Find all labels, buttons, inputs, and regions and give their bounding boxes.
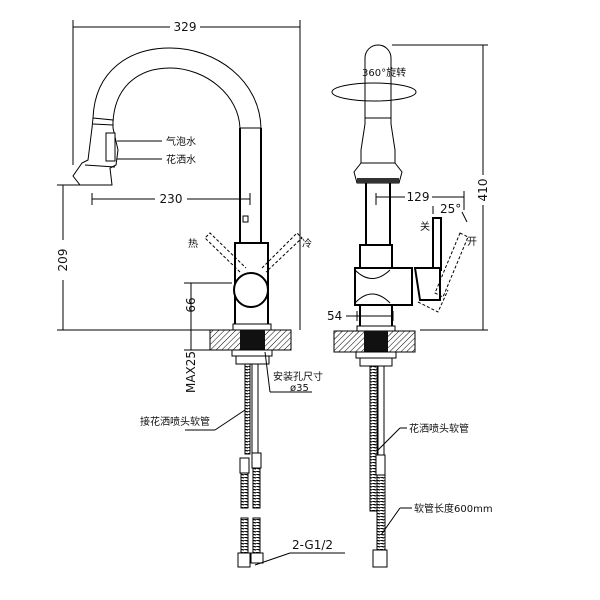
dimension-lever: 129 25° — [375, 190, 468, 223]
label-open: 开 — [467, 237, 477, 248]
side-view: 410 360°旋转 129 25° — [327, 44, 493, 568]
label-close: 关 — [420, 220, 430, 233]
spray-head: 气泡水 花洒水 — [72, 117, 196, 186]
dimension-reach: 230 — [91, 192, 251, 206]
dimension-width: 329 — [72, 20, 301, 330]
spout — [92, 47, 262, 243]
dim-total-height-text: 410 — [476, 179, 490, 202]
label-spray-hose: 接花洒喷头软管 — [140, 415, 210, 428]
dimension-body: 66 MAX25 — [184, 282, 232, 393]
side-hoses: 花洒喷头软管 软管长度600mm — [369, 365, 493, 568]
side-deck-plate — [333, 325, 416, 367]
side-body: 关 开 — [354, 217, 477, 328]
label-rotation: 360°旋转 — [362, 66, 406, 79]
label-thread: 2-G1/2 — [292, 538, 333, 552]
label-side-spray-hose: 花洒喷头软管 — [409, 422, 469, 435]
dim-width-text: 329 — [174, 20, 197, 34]
dimension-total-height: 410 — [392, 44, 490, 331]
dim-base-text: 54 — [327, 309, 342, 323]
label-hole-dia: ø35 — [290, 383, 309, 394]
label-hose-length: 软管长度600mm — [414, 502, 493, 515]
dimension-base: 54 — [327, 309, 394, 323]
lever-open — [434, 232, 469, 298]
label-cold: 冷 — [302, 237, 312, 250]
label-hole: 安装孔尺寸 — [273, 370, 323, 383]
rotation-icon — [331, 82, 417, 102]
dimension-height: 209 — [56, 184, 230, 331]
dim-deck-text: MAX25 — [184, 351, 198, 393]
dim-reach-text: 230 — [160, 192, 183, 206]
label-hot: 热 — [188, 237, 198, 250]
dim-lever-text: 129 — [407, 190, 430, 204]
side-spout: 360°旋转 — [331, 44, 417, 245]
dim-body-text: 66 — [184, 297, 198, 312]
lever-closed — [432, 217, 442, 271]
dim-angle-text: 25° — [440, 202, 461, 216]
deck-plate: 安装孔尺寸 ø35 — [209, 323, 323, 394]
label-aerated: 气泡水 — [166, 135, 196, 148]
supply-hoses: 接花洒喷头软管 2-G1/2 — [140, 363, 345, 568]
spray-mode-button — [105, 132, 116, 162]
valve-body: 热 冷 — [188, 232, 312, 326]
handle-hub — [233, 272, 269, 308]
front-view: 329 气泡水 花洒水 230 — [56, 20, 345, 568]
label-spray: 花洒水 — [166, 153, 196, 166]
dim-height-text: 209 — [56, 249, 70, 272]
